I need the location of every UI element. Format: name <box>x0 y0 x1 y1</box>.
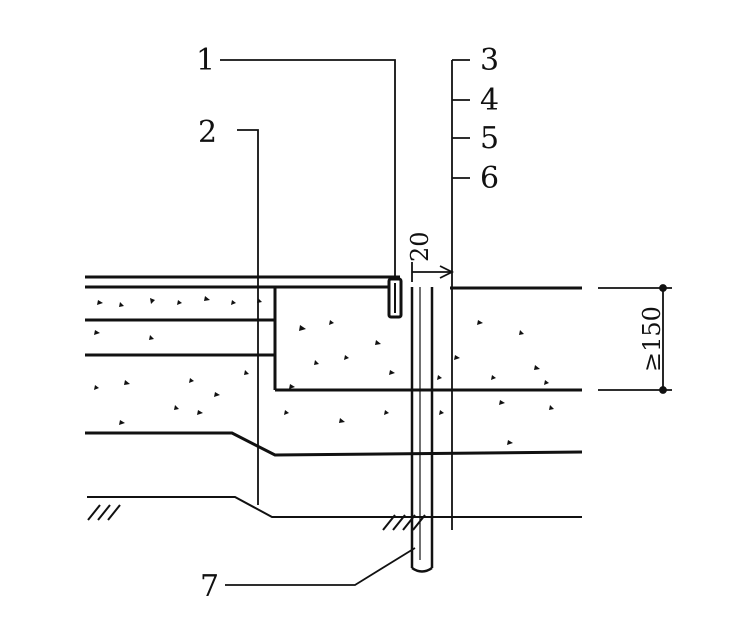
joint-post <box>410 287 434 573</box>
dimension-depth <box>598 284 672 394</box>
callout-4: 4 <box>480 83 499 118</box>
callout-7: 7 <box>200 569 219 604</box>
leader-lines <box>220 59 470 586</box>
concrete-aggregate <box>94 296 554 445</box>
gap-dimension-label: 20 <box>406 231 434 262</box>
callout-2: 2 <box>198 115 217 150</box>
base-layers <box>85 431 583 518</box>
callout-1: 1 <box>196 43 215 78</box>
callout-6: 6 <box>480 161 499 196</box>
dimension-gap <box>411 262 455 282</box>
callout-labels: 1 2 3 4 5 6 7 <box>196 43 499 604</box>
slab-step-outline <box>85 287 582 392</box>
callout-3: 3 <box>480 43 499 78</box>
surface-layers <box>85 275 582 290</box>
sealant-cap <box>387 277 403 319</box>
callout-5: 5 <box>480 121 499 156</box>
depth-dimension-label: ≥150 <box>638 306 666 372</box>
